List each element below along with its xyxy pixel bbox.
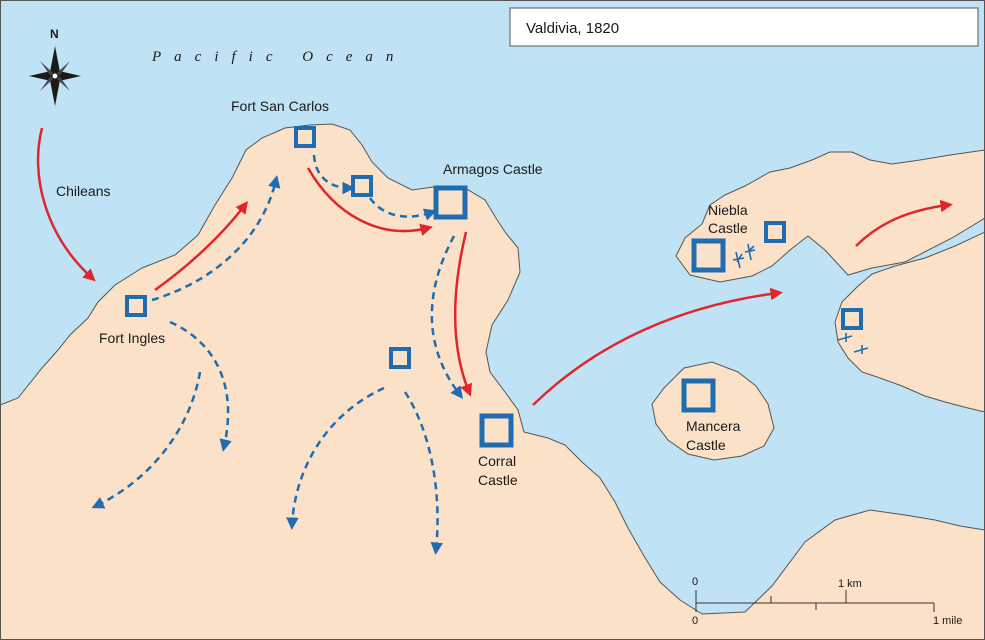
mancera-castle-marker — [681, 378, 716, 413]
chilean-route-landing — [36, 127, 96, 282]
mancera-castle-label-2: Castle — [686, 437, 726, 453]
chilean-route-niebla — [855, 199, 953, 247]
defender-route-ingles-to-san-carlos — [151, 175, 281, 302]
defender-routes — [91, 154, 464, 555]
battle-icon — [732, 243, 756, 269]
chileans-label: Chileans — [56, 183, 110, 199]
scale-km-end: 1 km — [838, 578, 862, 590]
compass-north-label: N — [50, 27, 59, 41]
armagos-castle-marker — [433, 185, 468, 220]
mancera-castle-label-1: Mancera — [686, 418, 741, 434]
defender-route-to-armagos — [368, 197, 437, 221]
scale-mile-end: 1 mile — [933, 615, 962, 627]
niebla-castle-label-2: Castle — [708, 220, 748, 236]
defender-route-ingles-south — [169, 320, 232, 452]
defender-route-san-carlos-east — [312, 154, 355, 195]
fort-ingles-label: Fort Ingles — [99, 330, 165, 346]
chilean-route-to-corral — [453, 231, 472, 397]
armagos-castle-label: Armagos Castle — [443, 161, 543, 177]
land-niebla — [675, 149, 985, 283]
defender-route-inland-west — [286, 386, 385, 530]
niebla-castle-label-1: Niebla — [708, 202, 748, 218]
corral-castle-marker — [479, 413, 514, 448]
forts — [125, 126, 863, 448]
land-east-island — [834, 231, 985, 413]
title-box — [509, 7, 979, 47]
corral-castle-label-2: Castle — [478, 472, 518, 488]
fort-inland-marker — [389, 347, 411, 369]
fort-san-carlos-label: Fort San Carlos — [231, 98, 329, 114]
scale-mile-start: 0 — [692, 615, 698, 627]
compass-rose-icon — [29, 46, 81, 106]
east-fort-marker — [841, 308, 863, 330]
corral-castle-label-1: Corral — [478, 453, 516, 469]
defender-route-inland-south — [403, 391, 443, 555]
scale-bar — [695, 590, 935, 612]
ocean-label: Pacific Ocean — [151, 49, 406, 65]
defender-route-ingles-southwest — [91, 371, 202, 509]
niebla-castle-marker — [691, 238, 726, 273]
niebla-battery-marker — [764, 221, 786, 243]
map-title: Valdivia, 1820 — [526, 20, 619, 37]
chilean-routes — [36, 127, 953, 406]
fort-san-carlos-marker — [294, 126, 316, 148]
battle-icon — [837, 333, 869, 354]
scale-km-start: 0 — [692, 576, 698, 588]
defender-route-armagos-to-corral — [430, 235, 464, 399]
chilean-route-channel — [532, 287, 783, 406]
fort-ingles-marker — [125, 295, 147, 317]
chilean-route-to-san-carlos — [154, 201, 249, 292]
chilean-route-to-armagos — [306, 167, 433, 236]
fort-small-marker — [351, 175, 373, 197]
